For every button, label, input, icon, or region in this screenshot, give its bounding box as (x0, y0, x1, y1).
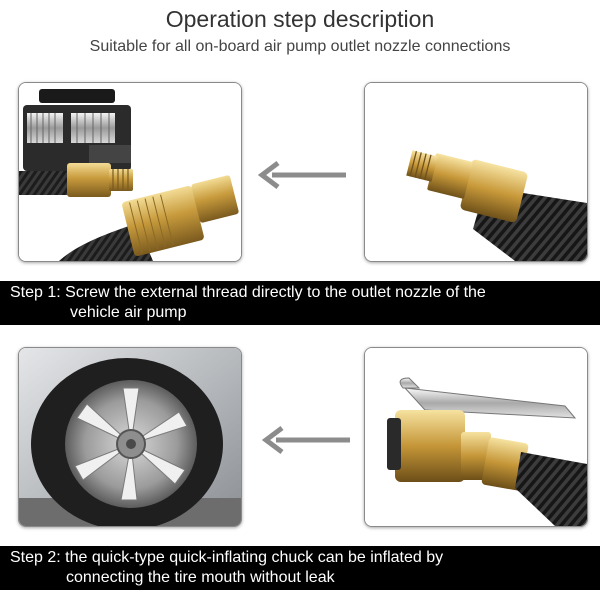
step2-caption-band: Step 2: the quick-type quick-inflating c… (0, 546, 600, 590)
car-tire-illustration (19, 348, 241, 526)
step1-arrow-left-icon (258, 161, 346, 189)
step2-caption-line1: Step 2: the quick-type quick-inflating c… (10, 549, 444, 566)
step1-threaded-nozzle-photo (364, 82, 588, 262)
air-pump-illustration (19, 83, 241, 261)
step2-caption-line2: connecting the tire mouth without leak (66, 569, 335, 586)
quick-chuck-illustration (365, 348, 587, 526)
page-subtitle: Suitable for all on-board air pump outle… (89, 38, 511, 55)
page-title: Operation step description (165, 6, 435, 32)
step1-caption-line1: Step 1: Screw the external thread direct… (10, 284, 486, 301)
step1-air-pump-photo (18, 82, 242, 262)
step2-car-tire-photo (18, 347, 242, 527)
step2-quick-chuck-photo (364, 347, 588, 527)
step1-caption-band: Step 1: Screw the external thread direct… (0, 281, 600, 325)
step2-arrow-left-icon (262, 426, 350, 454)
threaded-nozzle-illustration (365, 83, 587, 261)
step1-caption-line2: vehicle air pump (70, 304, 187, 321)
